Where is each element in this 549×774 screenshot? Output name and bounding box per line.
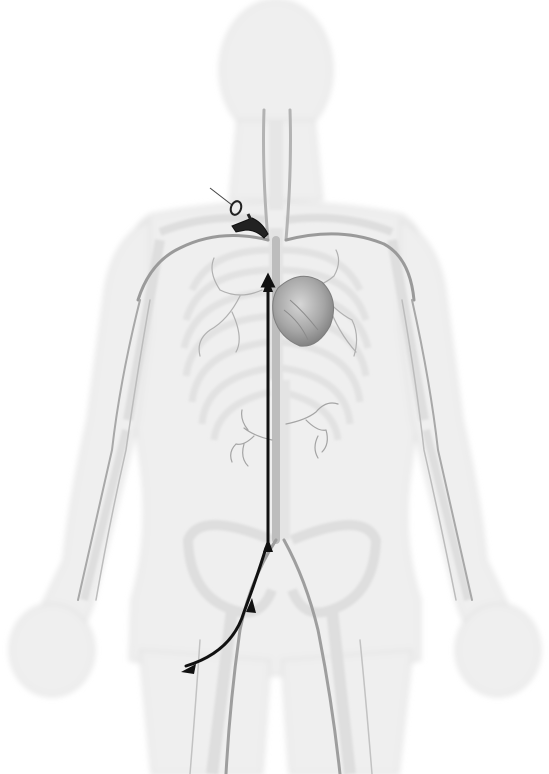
left-hand: [456, 604, 540, 696]
insertion-needle-icon: [210, 188, 232, 205]
right-leg: [140, 650, 270, 774]
right-hand: [10, 604, 94, 696]
